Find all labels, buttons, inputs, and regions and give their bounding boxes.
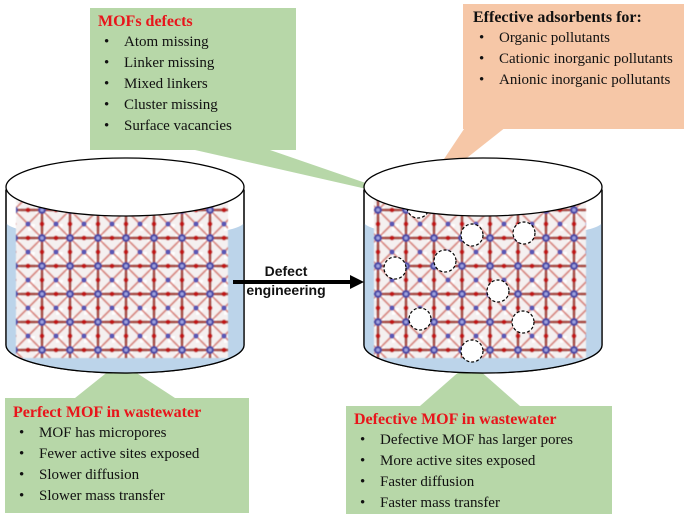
perfect-mof-list: • MOF has micropores • Fewer active sites … — [13, 423, 241, 507]
list-item: • Organic pollutants — [473, 28, 674, 49]
perfect-mof-callout: Perfect MOF in wastewater • MOF has micro… — [5, 398, 249, 513]
adsorbents-list: • Organic pollutants • Cationic inorganic … — [473, 28, 674, 91]
list-item: • Cationic inorganic pollutants — [473, 49, 674, 70]
defect-pore — [486, 279, 510, 303]
arrow-label-line1: Defect — [264, 263, 308, 279]
list-item-text: Slower diffusion — [39, 467, 140, 483]
mof-defects-list: • Atom missing • Linker missing • Mixed lin… — [98, 32, 288, 137]
list-item-text: Faster diffusion — [380, 474, 475, 490]
list-item-text: More active sites exposed — [380, 453, 536, 469]
defective-mof-beaker — [363, 157, 603, 374]
list-item: • Defective MOF has larger pores — [354, 430, 604, 451]
defective-mof-lattice — [374, 200, 586, 358]
mof-defects-callout: MOFs defects • Atom missing • Linker missi… — [90, 8, 296, 150]
list-item: • Fewer active sites exposed — [13, 444, 241, 465]
list-item-text: Defective MOF has larger pores — [380, 432, 573, 448]
defect-pore — [460, 339, 484, 363]
defective-mof-callout: Defective MOF in wastewater • Defective M… — [346, 406, 612, 514]
list-item: • Surface vacancies — [98, 116, 288, 137]
arrow-label: Defect engineering — [236, 262, 336, 300]
bullet-icon: • — [479, 51, 485, 67]
list-item: • Slower mass transfer — [13, 486, 241, 507]
defective-pointer — [420, 362, 520, 406]
perfect-mof-title: Perfect MOF in wastewater — [13, 404, 202, 421]
bullet-icon: • — [104, 97, 110, 113]
perfect-pointer — [75, 362, 175, 398]
mof-defects-pointer — [195, 150, 415, 200]
list-item-text: Linker missing — [124, 55, 215, 71]
list-item: • Mixed linkers — [98, 74, 288, 95]
adsorbents-callout: Effective adsorbents for: • Organic pollu… — [463, 4, 684, 129]
list-item: • Atom missing — [98, 32, 288, 53]
list-item-text: Fewer active sites exposed — [39, 446, 200, 462]
list-item: • More active sites exposed — [354, 451, 604, 472]
defective-mof-list: • Defective MOF has larger pores • More ac… — [354, 430, 604, 514]
bullet-icon: • — [104, 34, 110, 50]
list-item: • Faster diffusion — [354, 472, 604, 493]
mof-defects-title: MOFs defects — [98, 13, 193, 30]
bullet-icon: • — [19, 467, 25, 483]
bullet-icon: • — [104, 76, 110, 92]
list-item: • Faster mass transfer — [354, 493, 604, 514]
bullet-icon: • — [360, 432, 366, 448]
bullet-icon: • — [19, 488, 25, 504]
list-item-text: Cationic inorganic pollutants — [499, 51, 673, 67]
defect-pore — [512, 221, 536, 245]
defect-pore — [383, 256, 407, 280]
defect-pore — [511, 310, 535, 334]
list-item-text: Organic pollutants — [499, 30, 610, 46]
bullet-icon: • — [479, 30, 485, 46]
adsorbents-title: Effective adsorbents for: — [473, 9, 642, 26]
defect-pore — [460, 223, 484, 247]
bullet-icon: • — [104, 118, 110, 134]
list-item: • Slower diffusion — [13, 465, 241, 486]
list-item-text: Atom missing — [124, 34, 209, 50]
perfect-mof-lattice — [16, 200, 228, 358]
arrow-label-line2: engineering — [246, 282, 326, 298]
list-item-text: Anionic inorganic pollutants — [499, 72, 671, 88]
bullet-icon: • — [19, 446, 25, 462]
defect-pore — [408, 307, 432, 331]
bullet-icon: • — [360, 495, 366, 511]
list-item-text: MOF has micropores — [39, 425, 167, 441]
list-item-text: Surface vacancies — [124, 118, 232, 134]
bullet-icon: • — [19, 425, 25, 441]
list-item-text: Slower mass transfer — [39, 488, 165, 504]
list-item-text: Faster mass transfer — [380, 495, 500, 511]
defect-engineering-arrow — [233, 275, 364, 289]
bullet-icon: • — [360, 474, 366, 490]
list-item-text: Mixed linkers — [124, 76, 208, 92]
defective-mof-title: Defective MOF in wastewater — [354, 411, 557, 428]
list-item-text: Cluster missing — [124, 97, 218, 113]
list-item: • Linker missing — [98, 53, 288, 74]
list-item: • MOF has micropores — [13, 423, 241, 444]
bullet-icon: • — [104, 55, 110, 71]
bullet-icon: • — [360, 453, 366, 469]
list-item: • Cluster missing — [98, 95, 288, 116]
perfect-mof-beaker — [5, 157, 245, 374]
defect-pore — [433, 249, 457, 273]
bullet-icon: • — [479, 72, 485, 88]
list-item: • Anionic inorganic pollutants — [473, 70, 674, 91]
